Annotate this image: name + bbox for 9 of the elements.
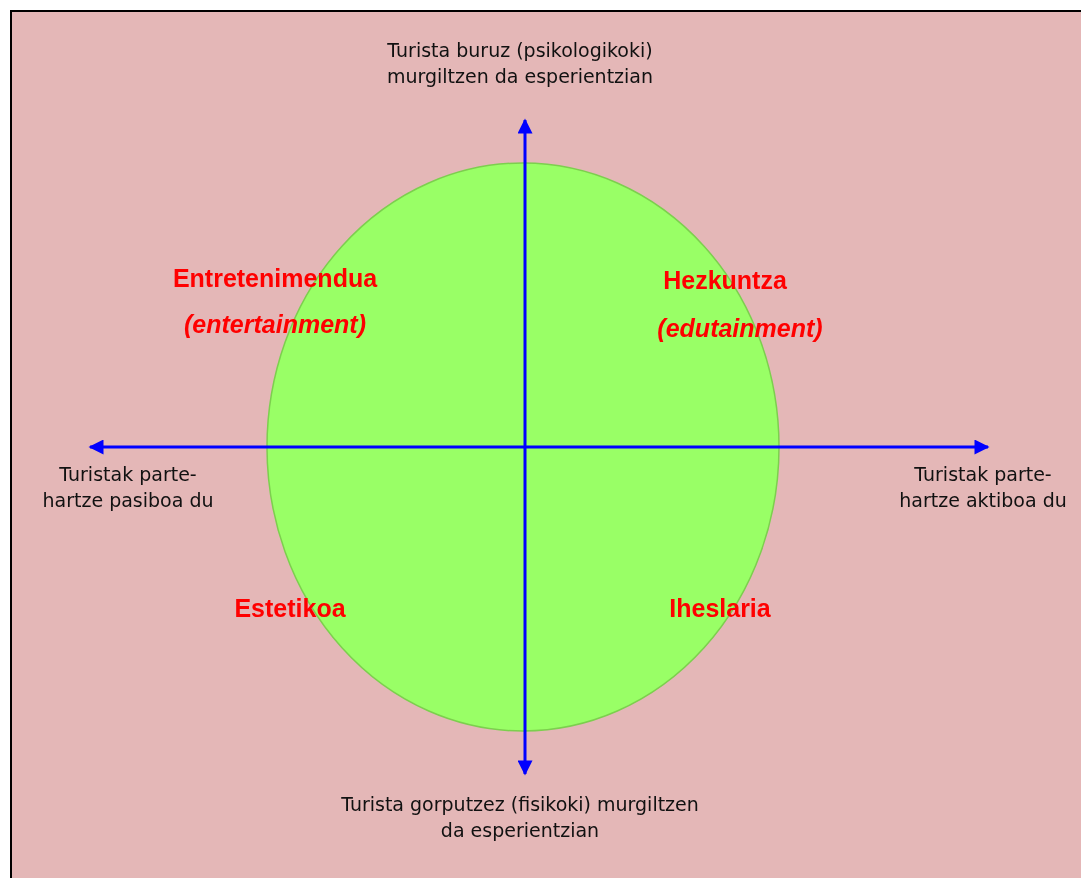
axis-label: Turistak parte- hartze pasiboa du bbox=[42, 463, 214, 511]
axis-label: Turista buruz (psikologikoki) murgiltzen da esperientzian bbox=[386, 39, 654, 87]
quadrant-title: Iheslaria bbox=[669, 594, 771, 622]
quadrant-title: Entretenimendua bbox=[172, 264, 378, 292]
quadrant-subtitle: (edutainment) bbox=[657, 314, 823, 342]
quadrant-title: Hezkuntza bbox=[663, 266, 787, 294]
quadrant-title: Estetikoa bbox=[234, 594, 346, 622]
axis-label: Turistak parte- hartze aktiboa du bbox=[899, 463, 1067, 511]
axis-label: Turista gorputzez (fisikoki) murgiltzen da esperientzian bbox=[341, 793, 699, 841]
